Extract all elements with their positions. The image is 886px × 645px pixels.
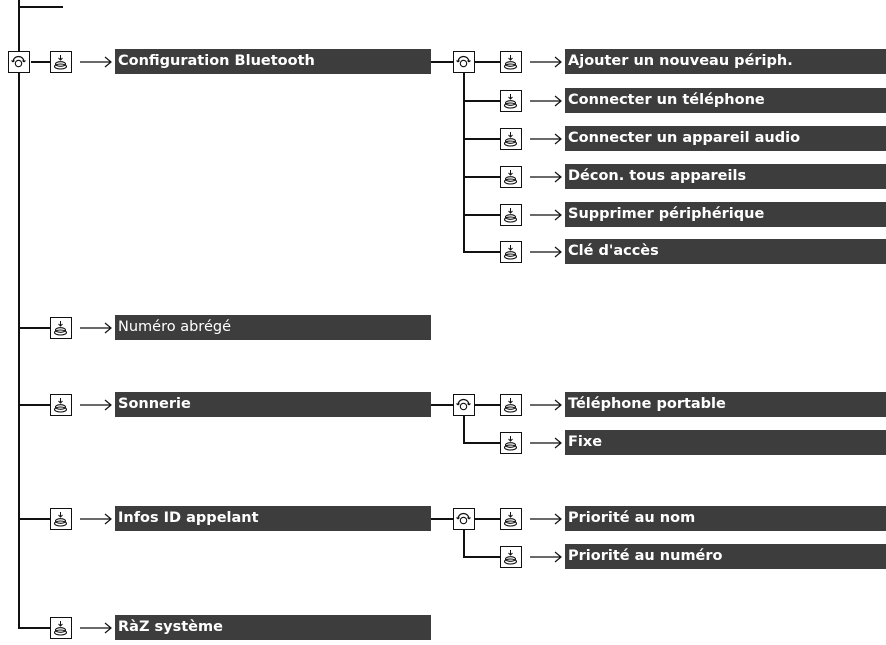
connector-line bbox=[18, 327, 50, 329]
arrow-icon bbox=[80, 513, 112, 525]
arrow-icon bbox=[530, 56, 562, 68]
arrow-icon bbox=[530, 209, 562, 221]
connector-line bbox=[431, 518, 453, 520]
arrow-icon bbox=[530, 513, 562, 525]
press-knob-icon bbox=[500, 51, 522, 73]
rotate-knob-icon bbox=[8, 51, 30, 73]
menu-item-raz-systeme[interactable]: RàZ système bbox=[115, 615, 431, 640]
arrow-icon bbox=[530, 95, 562, 107]
top-connector bbox=[18, 6, 63, 8]
connector-line bbox=[431, 404, 453, 406]
connector-line bbox=[463, 100, 500, 102]
arrow-icon bbox=[530, 437, 562, 449]
press-knob-icon bbox=[500, 432, 522, 454]
arrow-icon bbox=[530, 133, 562, 145]
press-knob-icon bbox=[50, 51, 72, 73]
menu-item-priorite-numero[interactable]: Priorité au numéro bbox=[565, 544, 886, 569]
arrow-icon bbox=[530, 246, 562, 258]
press-knob-icon bbox=[50, 394, 72, 416]
sub-trunk-line bbox=[463, 73, 465, 251]
rotate-knob-icon bbox=[453, 51, 475, 73]
menu-item-telephone-portable[interactable]: Téléphone portable bbox=[565, 392, 886, 417]
connector-line bbox=[463, 176, 500, 178]
press-knob-icon bbox=[500, 90, 522, 112]
menu-item-numero-abrege[interactable]: Numéro abrégé bbox=[115, 315, 431, 340]
press-knob-icon bbox=[500, 241, 522, 263]
connector-line bbox=[431, 61, 453, 63]
press-knob-icon bbox=[50, 317, 72, 339]
connector-line bbox=[463, 138, 500, 140]
connector-line bbox=[18, 518, 50, 520]
connector-line bbox=[31, 61, 50, 63]
connector-line bbox=[463, 251, 500, 253]
sub-trunk-line bbox=[463, 530, 465, 557]
arrow-icon bbox=[80, 56, 112, 68]
connector-line bbox=[18, 404, 50, 406]
arrow-icon bbox=[80, 322, 112, 334]
menu-item-priorite-nom[interactable]: Priorité au nom bbox=[565, 506, 886, 531]
menu-item-connecter-audio[interactable]: Connecter un appareil audio bbox=[565, 126, 886, 151]
connector-line bbox=[475, 404, 500, 406]
menu-item-cle-acces[interactable]: Clé d'accès bbox=[565, 239, 886, 264]
menu-item-supprimer-peripherique[interactable]: Supprimer périphérique bbox=[565, 202, 886, 227]
sub-trunk-line bbox=[463, 416, 465, 443]
press-knob-icon bbox=[500, 166, 522, 188]
connector-line bbox=[475, 518, 500, 520]
menu-item-ajouter-peripherique[interactable]: Ajouter un nouveau périph. bbox=[565, 49, 886, 74]
rotate-knob-icon bbox=[453, 508, 475, 530]
menu-item-connecter-telephone[interactable]: Connecter un téléphone bbox=[565, 88, 886, 113]
menu-item-configuration-bluetooth[interactable]: Configuration Bluetooth bbox=[115, 49, 431, 74]
connector-line bbox=[18, 627, 50, 629]
arrow-icon bbox=[530, 171, 562, 183]
menu-item-sonnerie[interactable]: Sonnerie bbox=[115, 392, 431, 417]
arrow-icon bbox=[530, 551, 562, 563]
connector-line bbox=[463, 214, 500, 216]
menu-item-fixe[interactable]: Fixe bbox=[565, 430, 886, 455]
arrow-icon bbox=[80, 399, 112, 411]
connector-line bbox=[475, 61, 500, 63]
press-knob-icon bbox=[500, 546, 522, 568]
press-knob-icon bbox=[50, 617, 72, 639]
press-knob-icon bbox=[500, 128, 522, 150]
press-knob-icon bbox=[500, 508, 522, 530]
connector-line bbox=[463, 442, 500, 444]
trunk-line bbox=[18, 0, 20, 628]
press-knob-icon bbox=[500, 204, 522, 226]
press-knob-icon bbox=[50, 508, 72, 530]
rotate-knob-icon bbox=[453, 394, 475, 416]
arrow-icon bbox=[530, 399, 562, 411]
menu-item-infos-id-appelant[interactable]: Infos ID appelant bbox=[115, 506, 431, 531]
menu-item-deconnecter-tous[interactable]: Décon. tous appareils bbox=[565, 164, 886, 189]
press-knob-icon bbox=[500, 394, 522, 416]
connector-line bbox=[463, 556, 500, 558]
arrow-icon bbox=[80, 622, 112, 634]
